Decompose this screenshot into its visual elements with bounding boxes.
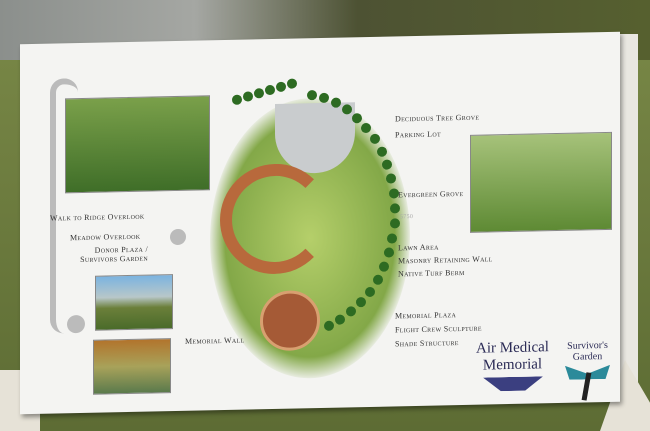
label-masonry: Masonry Retaining Wall [398, 254, 493, 266]
title-line-1: Air Medical [476, 339, 549, 357]
tree [232, 94, 242, 105]
rendering-photo-1 [65, 95, 210, 194]
label-parking: Parking Lot [395, 129, 441, 140]
contour-label: 5750 [400, 214, 414, 221]
wings-star-of-life-logo [483, 376, 543, 391]
label-evergreen: Evergreen Grove [398, 188, 464, 200]
tree [265, 84, 275, 96]
tree [376, 146, 387, 157]
tree [364, 286, 375, 297]
label-plaza: Memorial Plaza [395, 310, 457, 321]
title-line-2: Memorial [482, 356, 543, 374]
garden-line-1: Survivor's [567, 339, 608, 352]
label-deciduous: Deciduous Tree Grove [395, 112, 480, 124]
mountain-photo [95, 274, 173, 331]
tree [389, 218, 400, 229]
plaza-photo [93, 338, 171, 395]
tree [378, 261, 389, 272]
label-donor: Donor Plaza / Survivors Garden [80, 244, 148, 265]
board-edge [618, 34, 638, 404]
tree [243, 91, 253, 102]
label-walk: Walk to Ridge Overlook [50, 211, 145, 223]
tree [306, 89, 317, 101]
garden-line-2: Garden [572, 351, 603, 363]
label-lawn: Lawn Area [398, 242, 439, 253]
label-berm: Native Turf Berm [398, 267, 465, 279]
ridge-overlook [67, 314, 85, 334]
tree [372, 274, 383, 285]
tree [287, 78, 297, 89]
rendering-photo-2 [470, 131, 612, 233]
label-meadow: Meadow Overlook [70, 231, 141, 243]
label-wall: Memorial Wall [185, 335, 245, 346]
tree [276, 81, 286, 92]
label-sculpture: Flight Crew Sculpture [395, 323, 482, 335]
site-plan-sign: 5750 Deciduous Tree Grove Parking Lot Ev… [20, 31, 620, 415]
tree [254, 88, 264, 99]
meadow-overlook-marker [170, 228, 186, 246]
label-shade: Shade Structure [395, 338, 459, 349]
tree [323, 320, 334, 331]
